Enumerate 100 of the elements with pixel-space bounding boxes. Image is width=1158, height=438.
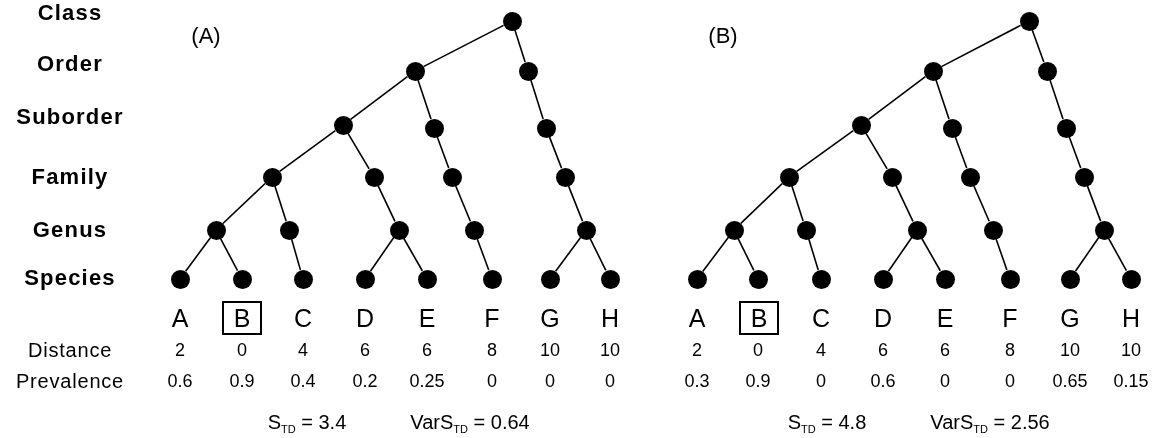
distance-value: 6: [422, 341, 432, 359]
prevalence-value: 0: [816, 372, 826, 390]
distance-value: 6: [360, 341, 370, 359]
species-letter: F: [1002, 305, 1018, 331]
tree-node-dot: [262, 167, 282, 187]
prevalence-value: 0.3: [684, 372, 710, 390]
species-letter: A: [688, 305, 706, 331]
species-letter: H: [1121, 305, 1141, 331]
tree-node-dot: [424, 118, 444, 138]
branch-line: [1068, 136, 1082, 169]
branch-line: [530, 79, 544, 120]
species-letter: E: [418, 305, 436, 331]
tree-node-dot: [293, 269, 313, 289]
prevalence-value: 0.6: [870, 372, 896, 390]
row-header: Prevalence: [15, 371, 125, 391]
prevalence-value: 0.9: [745, 372, 771, 390]
tree-node-dot: [935, 269, 955, 289]
species-letter: G: [1060, 305, 1080, 331]
prevalence-value: 0: [487, 372, 497, 390]
branch-line: [808, 238, 819, 271]
rank-label: Suborder: [16, 106, 124, 128]
tree-node-dot: [907, 220, 927, 240]
species-letter: B: [750, 305, 768, 331]
rank-label: Order: [37, 53, 103, 75]
branch-line: [701, 236, 730, 273]
tree-node-dot: [796, 220, 816, 240]
tree-node-dot: [1074, 167, 1094, 187]
distance-value: 10: [600, 341, 620, 359]
tree-node-dot: [576, 220, 596, 240]
tree-node-dot: [170, 269, 190, 289]
tree-node-dot: [1019, 11, 1039, 31]
distance-value: 8: [1005, 341, 1015, 359]
panel-label: (A): [191, 25, 221, 47]
branch-line: [476, 238, 490, 271]
prevalence-value: 0.4: [290, 372, 316, 390]
branch-line: [184, 236, 212, 273]
branch-line: [1031, 29, 1045, 63]
prevalence-value: 0: [605, 372, 615, 390]
tree-node-dot: [960, 167, 980, 187]
tree-node-dot: [464, 220, 484, 240]
branch-line: [369, 237, 395, 272]
tree-node-dot: [1037, 61, 1057, 81]
species-letter: E: [936, 305, 954, 331]
branch-line: [589, 237, 607, 272]
tree-node-dot: [232, 269, 252, 289]
branch-line: [567, 185, 584, 222]
prevalence-value: 0.2: [352, 372, 378, 390]
tree-node-dot: [724, 220, 744, 240]
highlight-frame: [222, 301, 262, 335]
species-letter: D: [873, 305, 893, 331]
branch-line: [895, 184, 914, 223]
branch-line: [274, 185, 287, 222]
branch-line: [278, 129, 337, 173]
branch-line: [436, 136, 450, 169]
branch-line: [920, 237, 942, 272]
prevalence-value: 0.65: [1052, 372, 1088, 390]
branch-line: [795, 129, 855, 173]
tree-node-dot: [389, 220, 409, 240]
tree-node-dot: [873, 269, 893, 289]
tree-node-dot: [442, 167, 462, 187]
branch-line: [1074, 237, 1100, 272]
tree-node-dot: [600, 269, 620, 289]
branch-line: [995, 238, 1008, 271]
tree-node-dot: [923, 61, 943, 81]
tree-node-dot: [355, 269, 375, 289]
prevalence-value: 0: [1005, 372, 1015, 390]
tree-node-dot: [748, 269, 768, 289]
tree-node-dot: [417, 269, 437, 289]
tree-node-dot: [482, 269, 502, 289]
index-value: VarS$_{TD}$ = 0.64: [410, 412, 530, 432]
species-letter: B: [233, 305, 251, 331]
species-letter: H: [600, 305, 620, 331]
tree-node-dot: [405, 61, 425, 81]
branch-line: [290, 238, 302, 271]
tree-node-dot: [1121, 269, 1141, 289]
tree-node-dot: [502, 11, 522, 31]
branch-line: [402, 237, 424, 272]
highlight-frame: [739, 301, 779, 335]
rank-label: Class: [37, 2, 103, 24]
branch-line: [1107, 237, 1128, 272]
branch-line: [737, 237, 755, 272]
species-letter: F: [484, 305, 500, 331]
tree-node-dot: [983, 220, 1003, 240]
tree-node-dot: [851, 115, 871, 135]
branch-line: [973, 184, 990, 223]
tree-node-dot: [364, 167, 384, 187]
index-value: VarS$_{TD}$ = 2.56: [930, 412, 1050, 432]
prevalence-value: 0.25: [409, 372, 445, 390]
distance-value: 8: [487, 341, 497, 359]
distance-value: 10: [540, 341, 560, 359]
tree-node-dot: [1094, 220, 1114, 240]
branch-line: [554, 236, 582, 273]
tree-node-dot: [540, 269, 560, 289]
tree-node-dot: [811, 269, 831, 289]
branch-line: [514, 29, 526, 63]
prevalence-value: 0: [545, 372, 555, 390]
prevalence-value: 0.15: [1113, 372, 1149, 390]
distance-value: 0: [237, 341, 247, 359]
distance-value: 10: [1121, 341, 1141, 359]
branch-line: [887, 237, 913, 272]
